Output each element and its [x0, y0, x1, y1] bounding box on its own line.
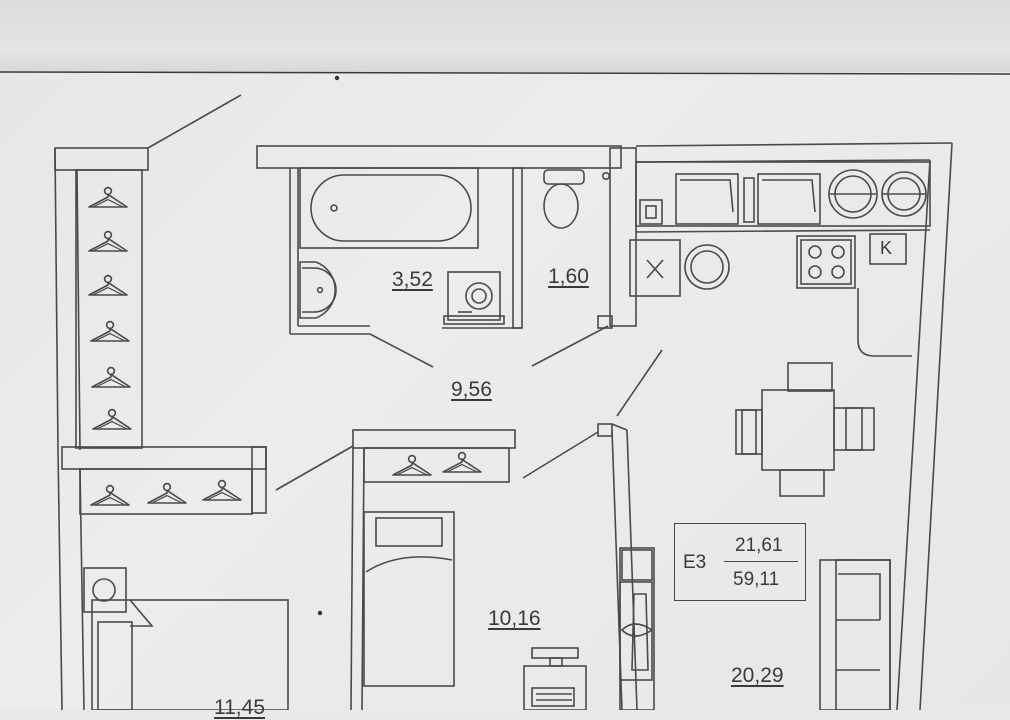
bed-icon: [363, 511, 455, 687]
door-swing-left-room: [275, 445, 354, 491]
microwave-icon: [757, 173, 821, 225]
sink-icon: [299, 261, 337, 319]
hanger-icon: [392, 454, 432, 476]
nightstand-icon: [83, 567, 127, 613]
wall-top-wet: [256, 145, 622, 169]
hanger-icon: [91, 366, 131, 388]
hangers: [88, 186, 482, 506]
apartment-type: E3: [683, 552, 707, 573]
fraction-line: [724, 561, 798, 563]
door-swing-kitchen: [616, 349, 663, 417]
hanger-icon: [90, 484, 130, 506]
bed-icon: [91, 599, 289, 710]
area-bedroom-label: 10,16: [488, 607, 541, 630]
wall-joint: [611, 423, 628, 431]
hanger-icon: [202, 479, 242, 501]
total-area: 59,11: [733, 569, 780, 590]
counter-corner: [857, 288, 912, 357]
wall-bedroom-left: [350, 447, 354, 710]
area-living-label: 20,29: [731, 664, 784, 687]
wall-toilet-right: [609, 147, 637, 327]
sofa-icon: [819, 559, 891, 710]
chair-icon: [787, 362, 833, 392]
chair-icon: [833, 407, 875, 451]
oven-icon: [675, 173, 739, 225]
wall-closet-lower: [61, 446, 267, 470]
door-swing-top: [147, 94, 242, 149]
wall-bedroom-top: [352, 429, 516, 449]
kitchen-counter-top: [635, 161, 931, 227]
hanger-icon: [88, 186, 128, 208]
dishwasher: [629, 239, 681, 297]
hanger-icon: [90, 320, 130, 342]
wall-bedroom-left-inner: [361, 447, 365, 710]
stove-icon: [828, 169, 927, 219]
wall-kitchen-top: [635, 142, 953, 147]
door-swing-bedroom: [522, 431, 599, 479]
apartment-summary-box: E3 21,61 59,11: [674, 523, 806, 601]
kitchen-sink-icon: [684, 244, 730, 290]
chair-icon: [735, 409, 763, 455]
dot: [317, 610, 323, 616]
kitchen-mark: K: [880, 238, 893, 258]
chair-icon: [779, 469, 825, 497]
wall-left-inner: [76, 169, 81, 451]
bathtub-icon: [299, 167, 479, 249]
area-left-room-label: 11,45: [214, 696, 265, 719]
paper-fold: [0, 0, 1010, 72]
area-hall-label: 9,56: [451, 378, 492, 401]
wall-left-outer: [54, 147, 59, 451]
hanger-icon: [88, 230, 128, 252]
desk-icon: [523, 647, 587, 710]
washing-machine-icon: [443, 271, 505, 325]
hanger-icon: [88, 274, 128, 296]
wall-stub: [251, 446, 267, 514]
kitchen-mark-box: [869, 233, 907, 265]
closet-lower: [79, 468, 253, 515]
hanger-icon: [147, 482, 187, 504]
dining-table-icon: [735, 362, 875, 497]
door-swing-toilet: [531, 325, 609, 367]
closet-bedroom: [363, 447, 510, 483]
wall-bedroom-right-outer: [626, 429, 638, 710]
area-bathroom-label: 3,52: [392, 268, 433, 291]
tv-icon: [619, 547, 655, 710]
wall-bath-toilet: [512, 167, 523, 329]
page-edge: [0, 71, 1010, 75]
closet-left: [75, 169, 143, 449]
wall-toilet-end: [597, 315, 613, 329]
wall-right-outer: [919, 142, 953, 710]
dot: [334, 75, 340, 81]
wall-bedroom-end: [597, 423, 613, 437]
wall-left-lower: [57, 449, 63, 710]
hanger-icon: [442, 451, 482, 473]
hanger-icon: [92, 408, 132, 430]
area-toilet-label: 1,60: [548, 265, 589, 288]
wall-right-inner: [896, 159, 931, 710]
door-swing-bath: [369, 333, 434, 368]
living-area: 21,61: [735, 535, 783, 556]
toilet-icon: [543, 169, 610, 229]
cooktop-icon: [796, 235, 856, 289]
wall-top-left: [54, 147, 149, 171]
walls: [54, 94, 953, 710]
